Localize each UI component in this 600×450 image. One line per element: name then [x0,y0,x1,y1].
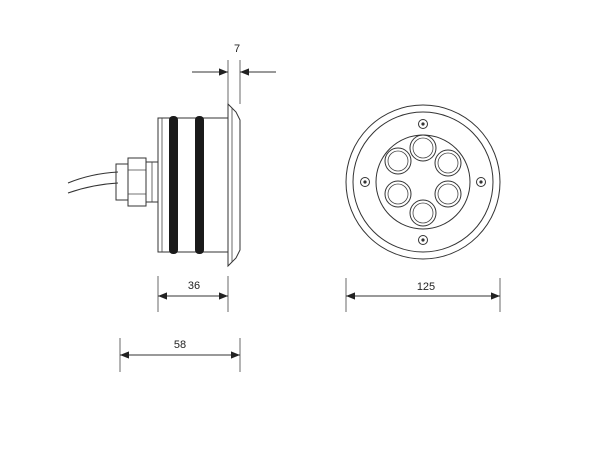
lens-ring [375,134,471,230]
flange [227,102,241,268]
lamp-body [157,117,229,253]
led [384,180,412,208]
dimension-diameter: 125 [345,278,501,312]
led [384,147,412,175]
label-overall-depth: 58 [174,339,186,351]
led [409,134,437,162]
dimension-overall-depth: 58 [119,338,241,372]
side-view: 7 36 58 [67,43,276,372]
outer-rim [345,104,501,260]
o-rings [169,116,204,254]
inner-rim [352,111,494,253]
led [409,199,437,227]
screws [360,119,486,245]
front-view: 125 [345,104,501,312]
led-array [384,134,462,227]
label-diameter: 125 [417,281,435,293]
label-body-depth: 36 [188,280,200,292]
cable [67,171,119,194]
dimension-body-depth: 36 [157,276,229,312]
dimension-flange-thickness: 7 [192,43,276,104]
cable-gland [115,157,159,207]
led [434,180,462,208]
led [434,149,462,177]
label-flange-thickness: 7 [234,43,240,55]
